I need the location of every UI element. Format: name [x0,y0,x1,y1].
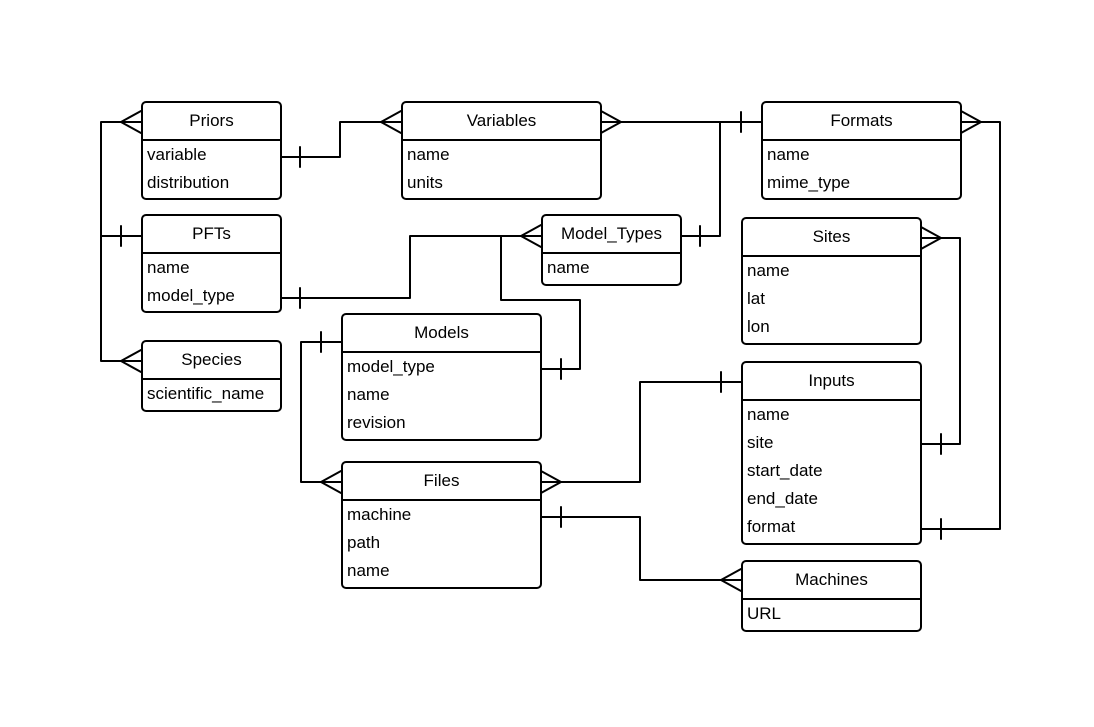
entity-model-types[interactable]: Model_Types name [541,214,682,286]
field-path: path [347,533,381,552]
relationships-inputs-site-to-sites [920,226,961,455]
entity-priors[interactable]: Priors variable distribution [141,101,282,200]
field-lat: lat [747,289,765,308]
entity-title: Species [143,342,280,380]
entity-title: Sites [743,219,920,257]
entity-title: Priors [143,103,280,141]
relationships-models-model-type-to-model-types [500,235,581,380]
entity-machines[interactable]: Machines URL [741,560,922,632]
field-format: format [747,517,796,536]
field-url: URL [747,604,782,623]
entity-title: Models [343,315,540,353]
entity-title: Model_Types [543,216,680,254]
field-name: name [407,145,450,164]
entity-title: PFTs [143,216,280,254]
field-start-date: start_date [747,461,823,480]
field-lon: lon [747,317,770,336]
relationships-files-machine-to-machines [540,506,742,592]
field-name: name [767,145,810,164]
entity-title: Inputs [743,363,920,401]
field-variable: variable [147,145,207,164]
field-machine: machine [347,505,412,524]
field-name: name [747,261,790,280]
entity-formats[interactable]: Formats name mime_type [761,101,962,200]
field-distribution: distribution [147,173,230,192]
entity-files[interactable]: Files machine path name [341,461,542,589]
relationships-models-to-files [300,331,342,494]
entity-sites[interactable]: Sites name lat lon [741,217,922,345]
field-model-type: model_type [347,357,435,376]
entity-title: Formats [763,103,960,141]
entity-models[interactable]: Models model_type name revision [341,313,542,441]
field-name: name [747,405,790,424]
relationships-files-to-inputs [540,371,742,494]
field-model-type: model_type [147,286,235,305]
field-name: name [547,258,590,277]
field-name: name [147,258,190,277]
relationships-model-types-to-formats [680,121,762,247]
field-end-date: end_date [747,489,818,508]
entity-inputs[interactable]: Inputs name site start_date end_date for… [741,361,922,545]
field-name: name [347,385,390,404]
entity-pfts[interactable]: PFTs name model_type [141,214,282,313]
relationships-pfts-to-priors-and-species [100,110,142,373]
relationships-inputs-format-to-formats [920,110,1001,540]
entity-species[interactable]: Species scientific_name [141,340,282,412]
entity-title: Variables [403,103,600,141]
field-revision: revision [347,413,406,432]
relationships-priors-variable-to-variables [280,110,402,168]
entity-variables[interactable]: Variables name units [401,101,602,200]
field-mime-type: mime_type [767,173,851,192]
field-scientific-name: scientific_name [147,384,265,403]
field-site: site [747,433,774,452]
entity-title: Files [343,463,540,501]
entity-title: Machines [743,562,920,600]
field-units: units [407,173,443,192]
field-name: name [347,561,390,580]
